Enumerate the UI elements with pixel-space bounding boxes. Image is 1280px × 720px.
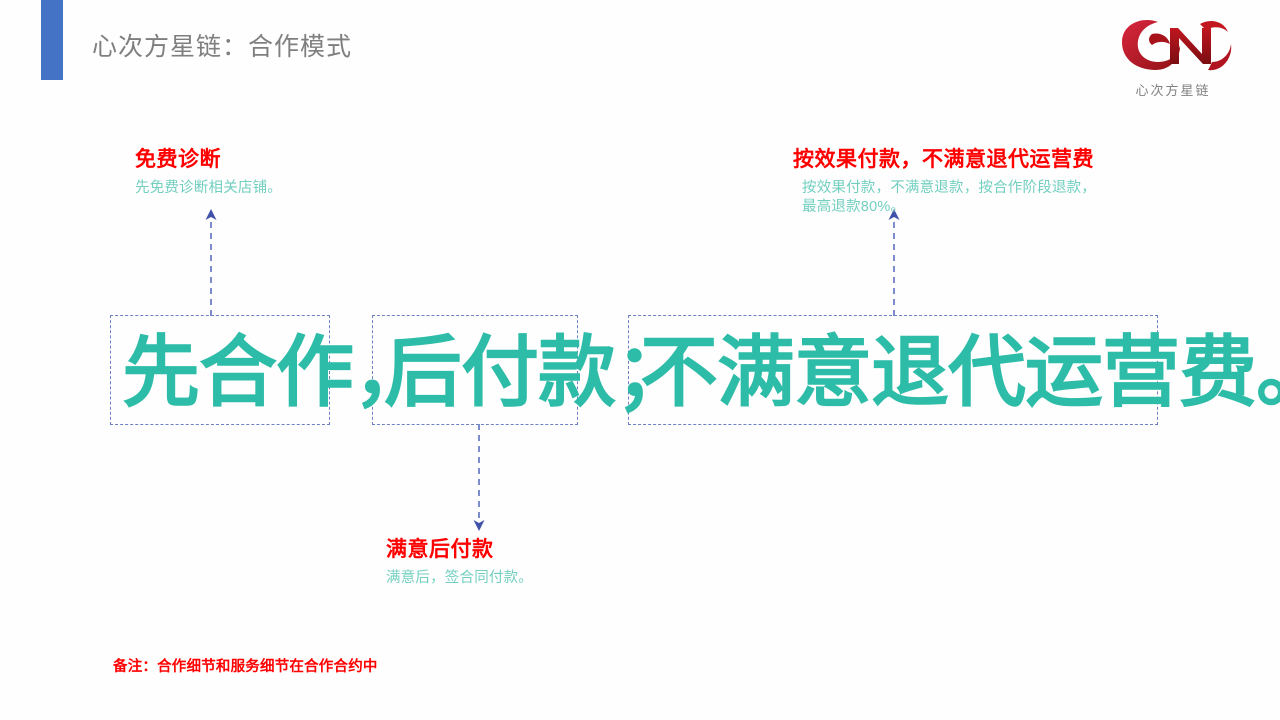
connector-arrow-free-diagnosis — [205, 209, 217, 316]
hero-box-then-pay — [372, 315, 578, 425]
callout-body-pay-after-satisfaction: 满意后，签合同付款。 — [386, 570, 533, 586]
callout-title-pay-after-satisfaction: 满意后付款 — [386, 538, 494, 561]
page-title: 心次方星链：合作模式 — [92, 33, 353, 61]
hero-text-then-pay: 后付款； — [384, 328, 693, 416]
footnote-remark: 备注：合作细节和服务细节在合作合约中 — [113, 659, 378, 675]
callout-title-free-diagnosis: 免费诊断 — [135, 148, 221, 171]
callout-body-pay-by-result: 按效果付款，不满意退款，按合作阶段退款， 最高退款80%。 — [802, 180, 1096, 215]
hero-text-first-cooperate: 先合作， — [122, 328, 431, 416]
logo-qn-icon — [1122, 20, 1232, 71]
callout-title-pay-by-result: 按效果付款，不满意退代运营费 — [793, 148, 1094, 171]
callout-body-free-diagnosis: 先免费诊断相关店铺。 — [135, 180, 282, 196]
hero-box-first-cooperate — [110, 315, 330, 425]
title-accent-bar — [41, 0, 63, 80]
hero-box-refund-guarantee — [628, 315, 1158, 425]
hero-text-refund-guarantee: 不满意退代运营费。 — [640, 328, 1280, 416]
brand-logo: 心次方星链 — [1112, 12, 1234, 106]
logo-caption: 心次方星链 — [1135, 83, 1211, 98]
connector-arrow-pay-after-satisfaction — [473, 424, 485, 531]
connector-arrow-pay-by-result — [888, 209, 900, 316]
